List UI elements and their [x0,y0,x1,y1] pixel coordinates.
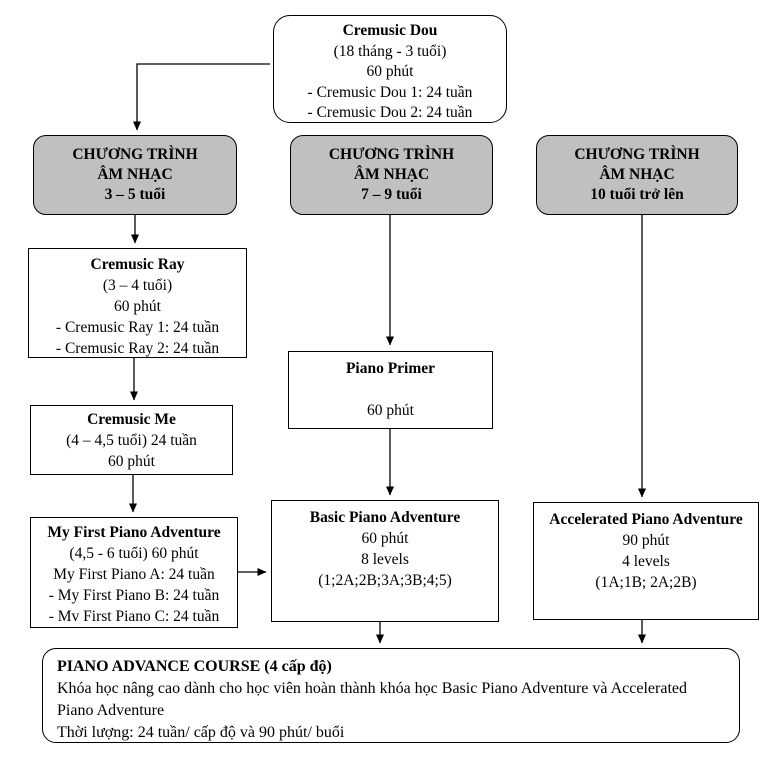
node-line: 90 phút [622,532,670,549]
node-line: - Cremusic Dou 2: 24 tuần [307,104,473,121]
node-title: Cremusic Ray [90,256,185,273]
node-title: Piano Primer [345,360,436,377]
node-my-first-piano: My First Piano Adventure (4,5 - 6 tuổi) … [30,517,238,628]
node-title: Basic Piano Adventure [309,509,461,526]
node-line: CHƯƠNG TRÌNH [328,146,455,163]
node-program-7-9: CHƯƠNG TRÌNH ÂM NHẠC 7 – 9 tuổi [290,135,493,215]
node-line: (4,5 - 6 tuổi) 60 phút [69,545,199,562]
node-line: Thời lượng: 24 tuần/ cấp độ và 90 phút/ … [57,724,345,741]
node-line: (18 tháng - 3 tuổi) [333,42,447,60]
node-line: 8 levels [361,551,409,568]
node-line: 60 phút [108,453,155,470]
node-line: Piano Adventure [57,702,165,719]
node-line: 60 phút [361,530,409,547]
node-program-3-5: CHƯƠNG TRÌNH ÂM NHẠC 3 – 5 tuổi [33,135,237,215]
node-line: 3 – 5 tuổi [104,186,166,203]
node-program-10-plus: CHƯƠNG TRÌNH ÂM NHẠC 10 tuổi trở lên [536,135,738,215]
node-title: My First Piano Adventure [47,524,221,541]
node-line: (1A;1B; 2A;2B) [595,574,697,591]
node-line: (1;2A;2B;3A;3B;4;5) [318,572,452,589]
arrow-dou-to-program-3-5 [133,63,270,131]
node-line: 4 levels [622,553,670,570]
node-line: (4 – 4,5 tuổi) 24 tuần [66,432,197,449]
node-line: - My First Piano B: 24 tuần [48,587,220,604]
node-title: Cremusic Me [87,411,176,428]
node-piano-primer: Piano Primer 60 phút [288,351,493,429]
node-line: 7 – 9 tuổi [361,186,422,203]
node-basic-piano: Basic Piano Adventure 60 phút 8 levels (… [271,500,499,622]
node-line: - Cremusic Dou 1: 24 tuần [307,83,473,101]
node-line: ÂM NHẠC [97,166,173,183]
node-line: 60 phút [114,298,161,315]
node-cremusic-me: Cremusic Me (4 – 4,5 tuổi) 24 tuần 60 ph… [30,405,233,475]
node-line: (3 – 4 tuổi) [102,277,173,294]
node-title: Cremusic Dou [342,22,438,39]
node-line: - Cremusic Ray 2: 24 tuần [55,340,220,357]
node-line: 60 phút [367,402,414,419]
node-line: 60 phút [366,63,414,80]
node-line: ÂM NHẠC [599,166,675,183]
node-accelerated-piano: Accelerated Piano Adventure 90 phút 4 le… [533,502,759,620]
node-line: My First Piano A: 24 tuần [53,566,215,583]
node-line: 10 tuổi trở lên [590,186,684,203]
node-line: CHƯƠNG TRÌNH [72,146,198,163]
node-title: Accelerated Piano Adventure [549,511,743,528]
node-line: Khóa học nâng cao dành cho học viên hoàn… [57,680,688,697]
node-line: - Mv First Piano C: 24 tuần [48,608,220,625]
node-piano-advance-course: PIANO ADVANCE COURSE (4 cấp độ) Khóa học… [42,648,740,743]
node-line: - Cremusic Ray 1: 24 tuần [55,319,220,336]
node-title: PIANO ADVANCE COURSE (4 cấp độ) [57,658,332,675]
node-line: CHƯƠNG TRÌNH [574,146,700,163]
node-cremusic-dou: Cremusic Dou (18 tháng - 3 tuổi) 60 phút… [273,15,507,123]
node-cremusic-ray: Cremusic Ray (3 – 4 tuổi) 60 phút - Crem… [28,248,247,358]
node-line: ÂM NHẠC [353,166,430,183]
